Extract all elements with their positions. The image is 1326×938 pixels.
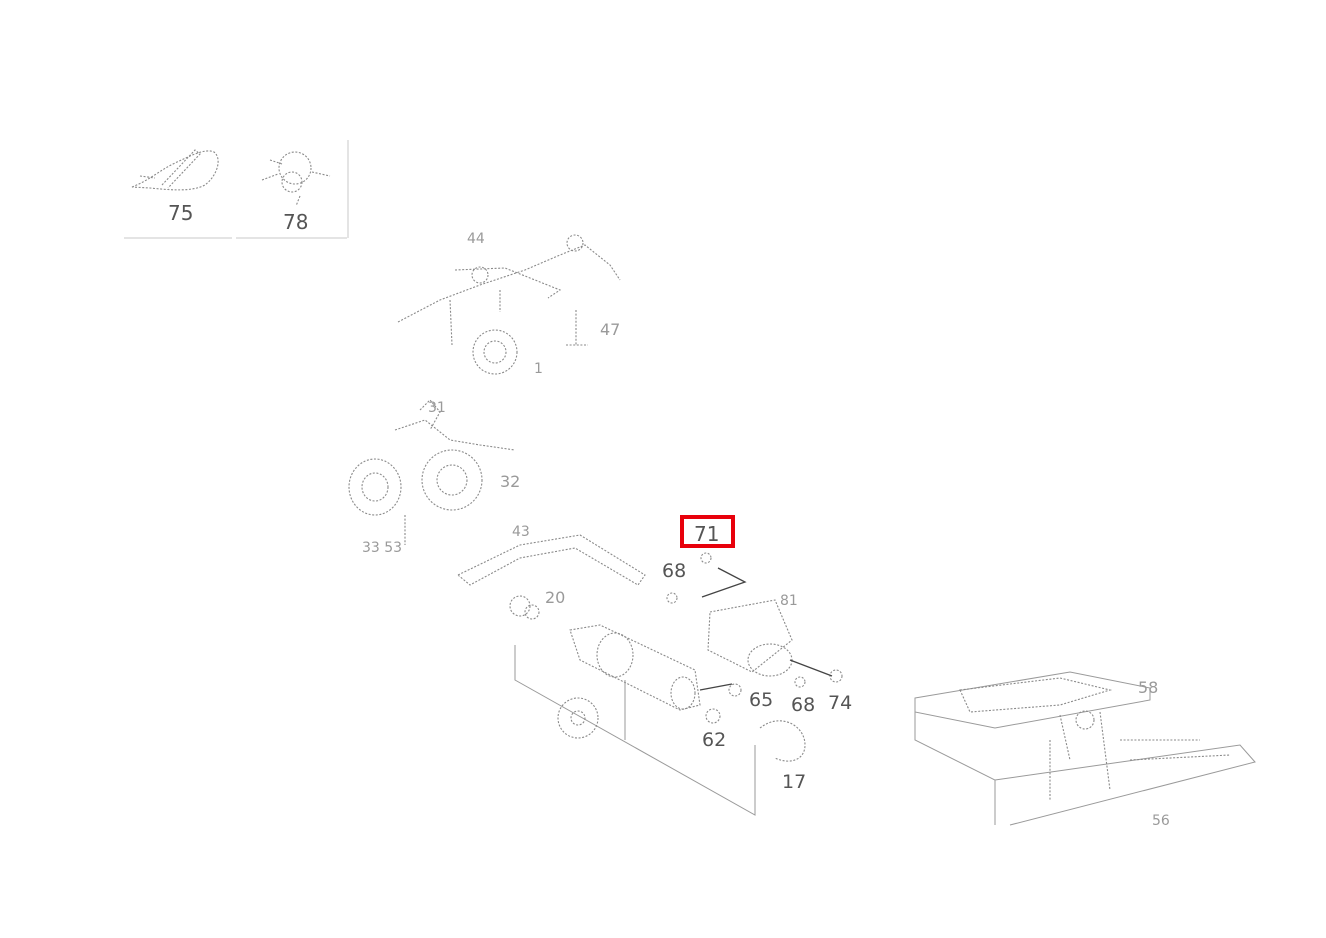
thumbnail-78[interactable]: 78: [236, 140, 349, 239]
callout-81: 81: [780, 593, 798, 609]
lower-main-assembly[interactable]: 43 20 81 71 68 65 68 74: [456, 515, 852, 816]
callout-68-lower: 68: [791, 694, 815, 716]
callout-68-upper: 68: [662, 560, 686, 582]
thumbnail-label-75: 75: [168, 201, 193, 225]
thumbnail-panel: 75 78: [124, 140, 349, 239]
callout-17: 17: [782, 771, 806, 793]
callout-74: 74: [828, 692, 852, 714]
callout-44: 44: [467, 231, 485, 247]
highlight-box-71: [680, 515, 735, 548]
callout-1: 1: [534, 361, 543, 377]
callout-56: 56: [1152, 813, 1170, 829]
callout-20: 20: [545, 588, 565, 607]
callout-47: 47: [600, 320, 620, 339]
callout-33-53: 33 53: [362, 540, 402, 556]
middle-gear-assembly[interactable]: 31 32 33 53: [348, 399, 520, 556]
callout-65: 65: [749, 689, 773, 711]
leader-65: [699, 683, 733, 691]
callout-43: 43: [512, 524, 530, 540]
callout-32: 32: [500, 472, 520, 491]
callout-31: 31: [428, 400, 446, 416]
callout-58: 58: [1138, 678, 1158, 697]
leader-71: [701, 567, 747, 598]
callout-62: 62: [702, 729, 726, 751]
leader-74: [789, 659, 833, 677]
thumbnail-75[interactable]: 75: [124, 149, 232, 239]
upper-linkage-assembly[interactable]: 44 47 1: [397, 231, 621, 377]
callout-71[interactable]: 71: [694, 522, 719, 546]
cutter-deck-assembly[interactable]: 58 56: [914, 671, 1256, 829]
thumbnail-label-78: 78: [283, 210, 308, 234]
